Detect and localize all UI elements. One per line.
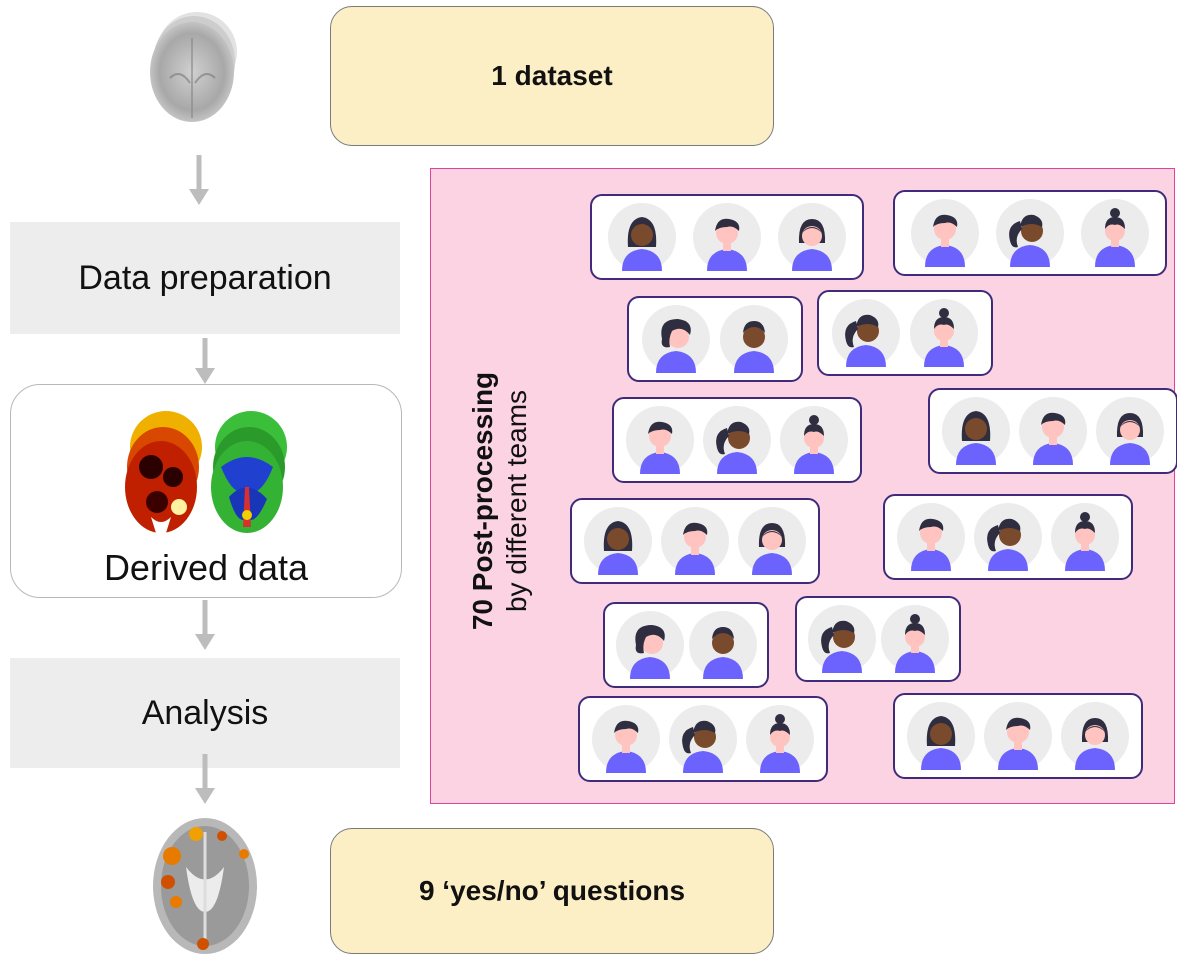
team-member-avatar-icon	[881, 605, 949, 673]
team-member-avatar-icon	[642, 305, 710, 373]
analysis-step: Analysis	[10, 658, 400, 768]
arrow-down-icon	[187, 155, 211, 207]
team-member-avatar-icon	[911, 199, 979, 267]
team-member-avatar-icon	[1051, 503, 1119, 571]
team-member-avatar-icon	[626, 406, 694, 474]
dataset-label: 1 dataset	[491, 60, 613, 91]
arrow-down-icon	[193, 754, 217, 806]
heatmap-brain-image	[121, 407, 301, 537]
team-member-avatar-icon	[832, 299, 900, 367]
team-card	[578, 696, 828, 782]
team-member-avatar-icon	[910, 299, 978, 367]
questions-box: 9 ‘yes/no’ questions	[330, 828, 774, 954]
dataset-box: 1 dataset	[330, 6, 774, 146]
data-preparation-label: Data preparation	[78, 258, 332, 297]
raw-brain-image	[145, 8, 240, 128]
team-member-avatar-icon	[778, 203, 846, 271]
post-processing-title: 70 Post-processing by different teams	[466, 301, 536, 701]
team-member-avatar-icon	[661, 507, 729, 575]
team-member-avatar-icon	[1061, 702, 1129, 770]
team-card	[795, 596, 961, 682]
team-member-avatar-icon	[996, 199, 1064, 267]
post-processing-rest: by different teams	[501, 389, 532, 613]
team-card	[570, 498, 820, 584]
team-member-avatar-icon	[689, 611, 757, 679]
team-member-avatar-icon	[897, 503, 965, 571]
team-member-avatar-icon	[1096, 397, 1164, 465]
team-member-avatar-icon	[720, 305, 788, 373]
team-card	[893, 190, 1167, 276]
team-member-avatar-icon	[693, 203, 761, 271]
team-member-avatar-icon	[984, 702, 1052, 770]
team-member-avatar-icon	[746, 705, 814, 773]
team-member-avatar-icon	[974, 503, 1042, 571]
team-member-avatar-icon	[907, 702, 975, 770]
team-member-avatar-icon	[942, 397, 1010, 465]
arrow-down-icon	[193, 600, 217, 652]
team-card	[612, 397, 862, 483]
team-card	[883, 494, 1133, 580]
activation-brain-image	[148, 812, 263, 960]
post-processing-bold: 70 Post-processing	[467, 371, 498, 631]
team-card	[603, 602, 769, 688]
team-member-avatar-icon	[592, 705, 660, 773]
team-member-avatar-icon	[608, 203, 676, 271]
data-preparation-step: Data preparation	[10, 222, 400, 334]
team-member-avatar-icon	[1081, 199, 1149, 267]
derived-data-label: Derived data	[103, 547, 309, 588]
team-card	[928, 388, 1177, 474]
analysis-label: Analysis	[141, 693, 269, 732]
team-card	[893, 693, 1143, 779]
team-member-avatar-icon	[1019, 397, 1087, 465]
team-member-avatar-icon	[808, 605, 876, 673]
team-member-avatar-icon	[780, 406, 848, 474]
arrow-down-icon	[193, 338, 217, 386]
derived-data-step: Derived data	[10, 384, 402, 598]
team-card	[590, 194, 864, 280]
team-member-avatar-icon	[738, 507, 806, 575]
team-member-avatar-icon	[669, 705, 737, 773]
questions-label: 9 ‘yes/no’ questions	[418, 875, 686, 906]
team-member-avatar-icon	[584, 507, 652, 575]
team-card	[817, 290, 993, 376]
team-card	[627, 296, 803, 382]
team-member-avatar-icon	[616, 611, 684, 679]
team-member-avatar-icon	[703, 406, 771, 474]
